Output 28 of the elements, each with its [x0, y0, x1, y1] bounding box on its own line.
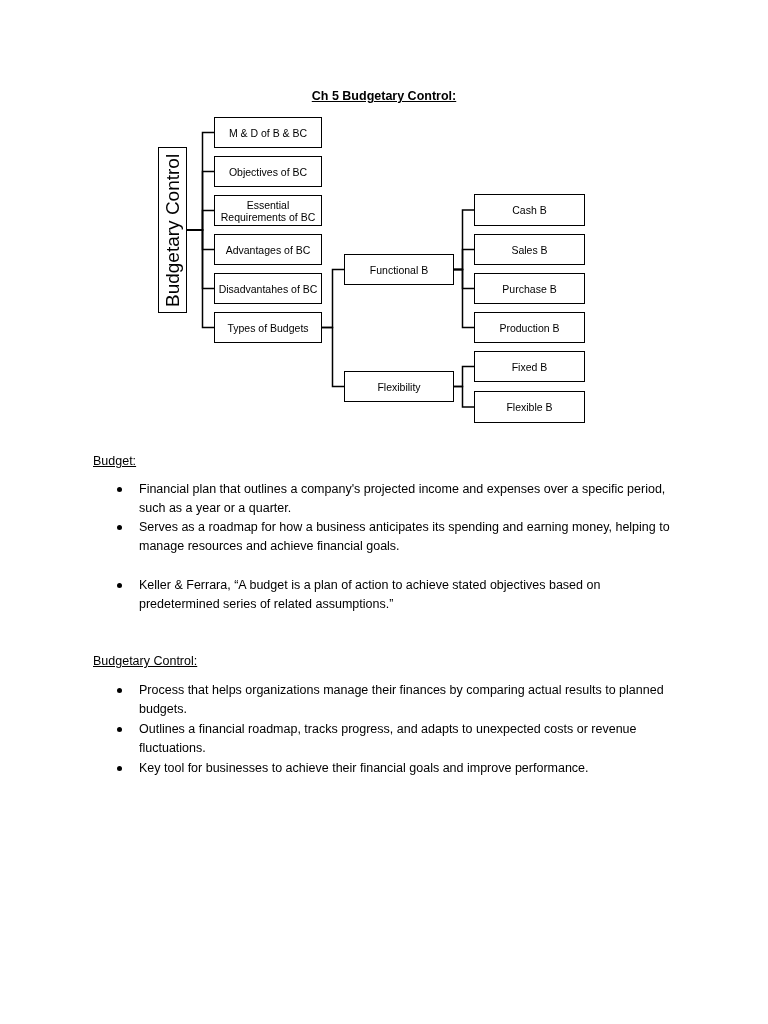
- bullet-text: Keller & Ferrara, “A budget is a plan of action to achieve stated objectives based on predetermined series of related assumptions.”: [139, 577, 602, 613]
- category-box: Essential Requirements of BC: [214, 195, 322, 226]
- connector-line: [453, 385, 475, 408]
- category-box: Disadvantahes of BC: [214, 273, 322, 304]
- category-box: M & D of B & BC: [214, 117, 322, 148]
- branch-box: Functional B: [344, 254, 454, 285]
- bullet-text: Financial plan that outlines a company's projected income and expenses over a specific period, such as a year or a quarter.: [139, 481, 667, 517]
- leaf-box: Sales B: [474, 234, 585, 265]
- leaf-box: Production B: [474, 312, 585, 343]
- connector-line: [186, 229, 215, 329]
- bullet-text: Process that helps organizations manage their finances by comparing actual results to planned budgets.: [139, 682, 665, 718]
- leaf-box: Fixed B: [474, 351, 585, 382]
- bullet-text: Serves as a roadmap for how a business anticipates its spending and earning money, helping to manage resources and achieve financial goals.: [139, 519, 671, 555]
- branch-box: Flexibility: [344, 371, 454, 402]
- section-heading: Budgetary Control:: [93, 653, 198, 670]
- connector-line: [321, 326, 345, 388]
- leaf-box: Purchase B: [474, 273, 585, 304]
- bullet-text: Key tool for businesses to achieve their financial goals and improve performance.: [139, 760, 589, 777]
- section-heading: Budget:: [93, 453, 137, 470]
- bullet-text: Outlines a financial roadmap, tracks progress, and adapts to unexpected costs or revenue fluctuations.: [139, 721, 638, 757]
- page-title: Ch 5 Budgetary Control:: [311, 89, 457, 104]
- category-box: Objectives of BC: [214, 156, 322, 187]
- leaf-box: Cash B: [474, 194, 585, 226]
- leaf-box: Flexible B: [474, 391, 585, 423]
- root-box: Budgetary Control: [158, 147, 187, 313]
- category-box: Advantages of BC: [214, 234, 322, 265]
- connector-line: [453, 268, 475, 329]
- category-box: Types of Budgets: [214, 312, 322, 343]
